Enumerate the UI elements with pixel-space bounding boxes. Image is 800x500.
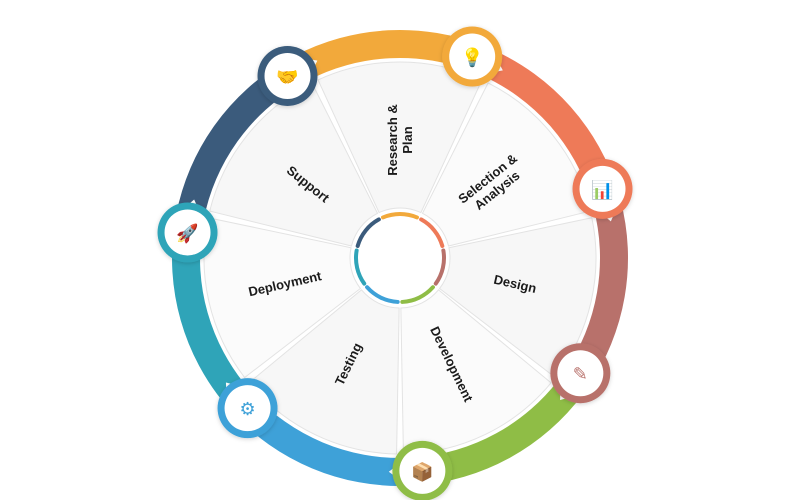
center-hub bbox=[352, 210, 448, 306]
hub-arc-design bbox=[433, 248, 446, 286]
hub-arc-research bbox=[381, 212, 419, 220]
svg-text:🤝: 🤝 bbox=[276, 67, 298, 88]
hub-arc-deployment bbox=[354, 248, 367, 286]
stage-icons: 💡 📊 ✎ 📦 ⚙ 🚀 🤝 bbox=[157, 26, 633, 500]
support-handshake-icon: 🤝 bbox=[257, 45, 318, 106]
design-pencil-icon: ✎ bbox=[550, 343, 611, 404]
deployment-rocket-icon: 🚀 bbox=[157, 202, 218, 263]
svg-text:🚀: 🚀 bbox=[176, 222, 198, 244]
hub-arc-testing bbox=[365, 285, 400, 304]
research-bulb-icon: 💡 bbox=[442, 26, 503, 87]
stage-label-research: Research &Plan bbox=[385, 104, 415, 176]
analysis-chart-icon: 📊 bbox=[572, 158, 633, 219]
inner-wedges bbox=[203, 61, 597, 455]
hub-arc-selection bbox=[419, 217, 445, 248]
svg-text:💡: 💡 bbox=[461, 47, 483, 69]
svg-text:✎: ✎ bbox=[573, 364, 588, 385]
svg-text:📊: 📊 bbox=[591, 179, 613, 201]
hub-arc-support bbox=[355, 217, 381, 248]
development-box-icon: 📦 bbox=[392, 440, 453, 500]
hub-arc-development bbox=[400, 285, 435, 304]
hub-circle bbox=[352, 210, 448, 306]
svg-text:⚙: ⚙ bbox=[239, 399, 255, 420]
testing-gears-icon: ⚙ bbox=[217, 378, 278, 439]
ring-segment-support bbox=[176, 59, 314, 221]
ring-segment-testing bbox=[228, 385, 408, 486]
svg-text:📦: 📦 bbox=[411, 461, 433, 483]
